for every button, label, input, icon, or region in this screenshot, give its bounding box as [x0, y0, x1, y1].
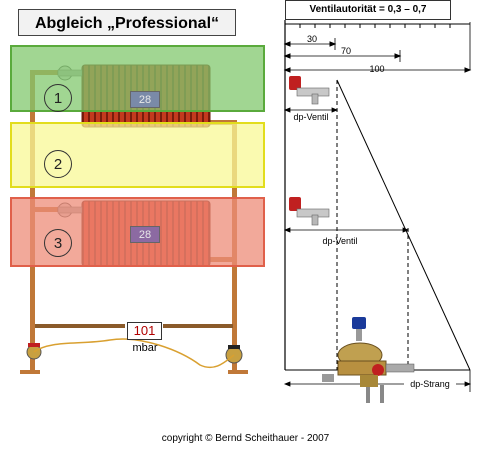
diagonal-line	[336, 79, 471, 371]
label-dp-strang: dp-Strang	[404, 379, 456, 389]
scale-label-30: 30	[306, 34, 317, 44]
radiator-display-2: 28	[130, 226, 160, 243]
pressure-gauge-unit: mbar	[132, 342, 158, 354]
dashed-lines	[336, 80, 409, 370]
autority-scale	[283, 20, 472, 370]
zone-number-1: 1	[44, 84, 72, 112]
measurement-hose	[33, 338, 235, 369]
label-dp-ventil-2: dp-Ventil	[322, 236, 358, 246]
thermostatic-valve-icon-2	[289, 197, 330, 226]
label-dp-ventil-1: dp-Ventil	[293, 112, 329, 122]
zone-number-2: 2	[44, 150, 72, 178]
zone-number-3: 3	[44, 229, 72, 257]
strang-valve-left	[26, 343, 42, 360]
autority-label: Ventilautorität = 0,3 – 0,7	[285, 0, 451, 20]
page-title: Abgleich „Professional“	[18, 9, 236, 36]
differential-pressure-valve-icon	[322, 317, 415, 403]
thermostatic-valve-icon-1	[289, 76, 330, 105]
pressure-gauge-value: 101	[127, 322, 162, 340]
scale-label-100: 100	[369, 64, 385, 74]
scale-label-70: 70	[340, 46, 351, 56]
radiator-display-1: 28	[130, 91, 160, 108]
copyright-text: copyright © Bernd Scheithauer - 2007	[161, 433, 330, 444]
